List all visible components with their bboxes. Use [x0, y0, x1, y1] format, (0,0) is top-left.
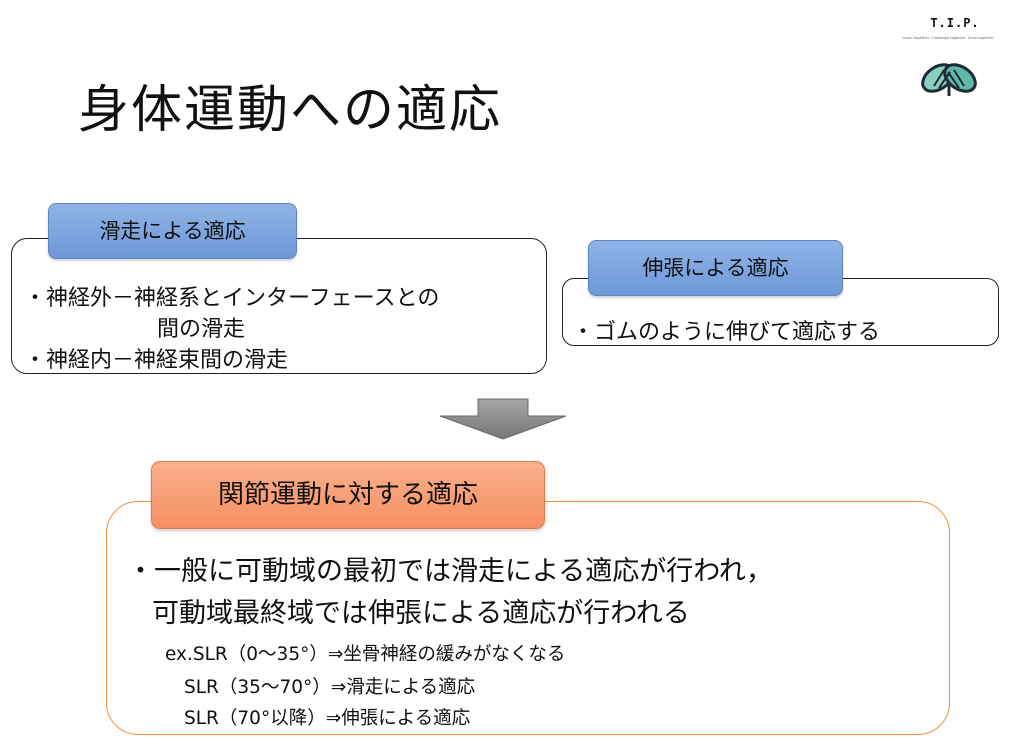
stretch-line-1: ・ゴムのように伸びて適応する	[572, 320, 881, 345]
page-title: 身体運動への適応	[78, 81, 503, 140]
joint-main-line-1: ・一般に可動域の最初では滑走による適応が行われ，	[127, 556, 773, 587]
joint-example-3: SLR（70°以降）⇒伸張による適応	[184, 708, 471, 729]
joint-adaptation-heading: 関節運動に対する適応	[151, 461, 545, 529]
joint-example-2: SLR（35～70°）⇒滑走による適応	[184, 677, 476, 698]
joint-adaptation-box	[106, 501, 950, 735]
sliding-adaptation-box	[11, 238, 547, 374]
sliding-line-1: ・神経外－神経系とインターフェースとの	[24, 286, 440, 311]
joint-main-line-2: 可動域最終域では伸張による適応が行われる	[152, 598, 690, 629]
sliding-line-2: 間の滑走	[157, 317, 246, 342]
leaves-icon	[921, 63, 977, 96]
sliding-adaptation-heading: 滑走による適応	[48, 203, 297, 259]
logo-title: T.I.P.	[930, 16, 980, 30]
joint-example-1: ex.SLR（0～35°）⇒坐骨神経の緩みがなくなる	[165, 644, 566, 665]
logo-tagline: Learn together. Challenge together. Grow…	[902, 36, 994, 40]
down-arrow-icon	[439, 398, 567, 440]
sliding-line-3: ・神経内－神経束間の滑走	[24, 348, 289, 373]
stretch-adaptation-heading: 伸張による適応	[588, 240, 843, 296]
